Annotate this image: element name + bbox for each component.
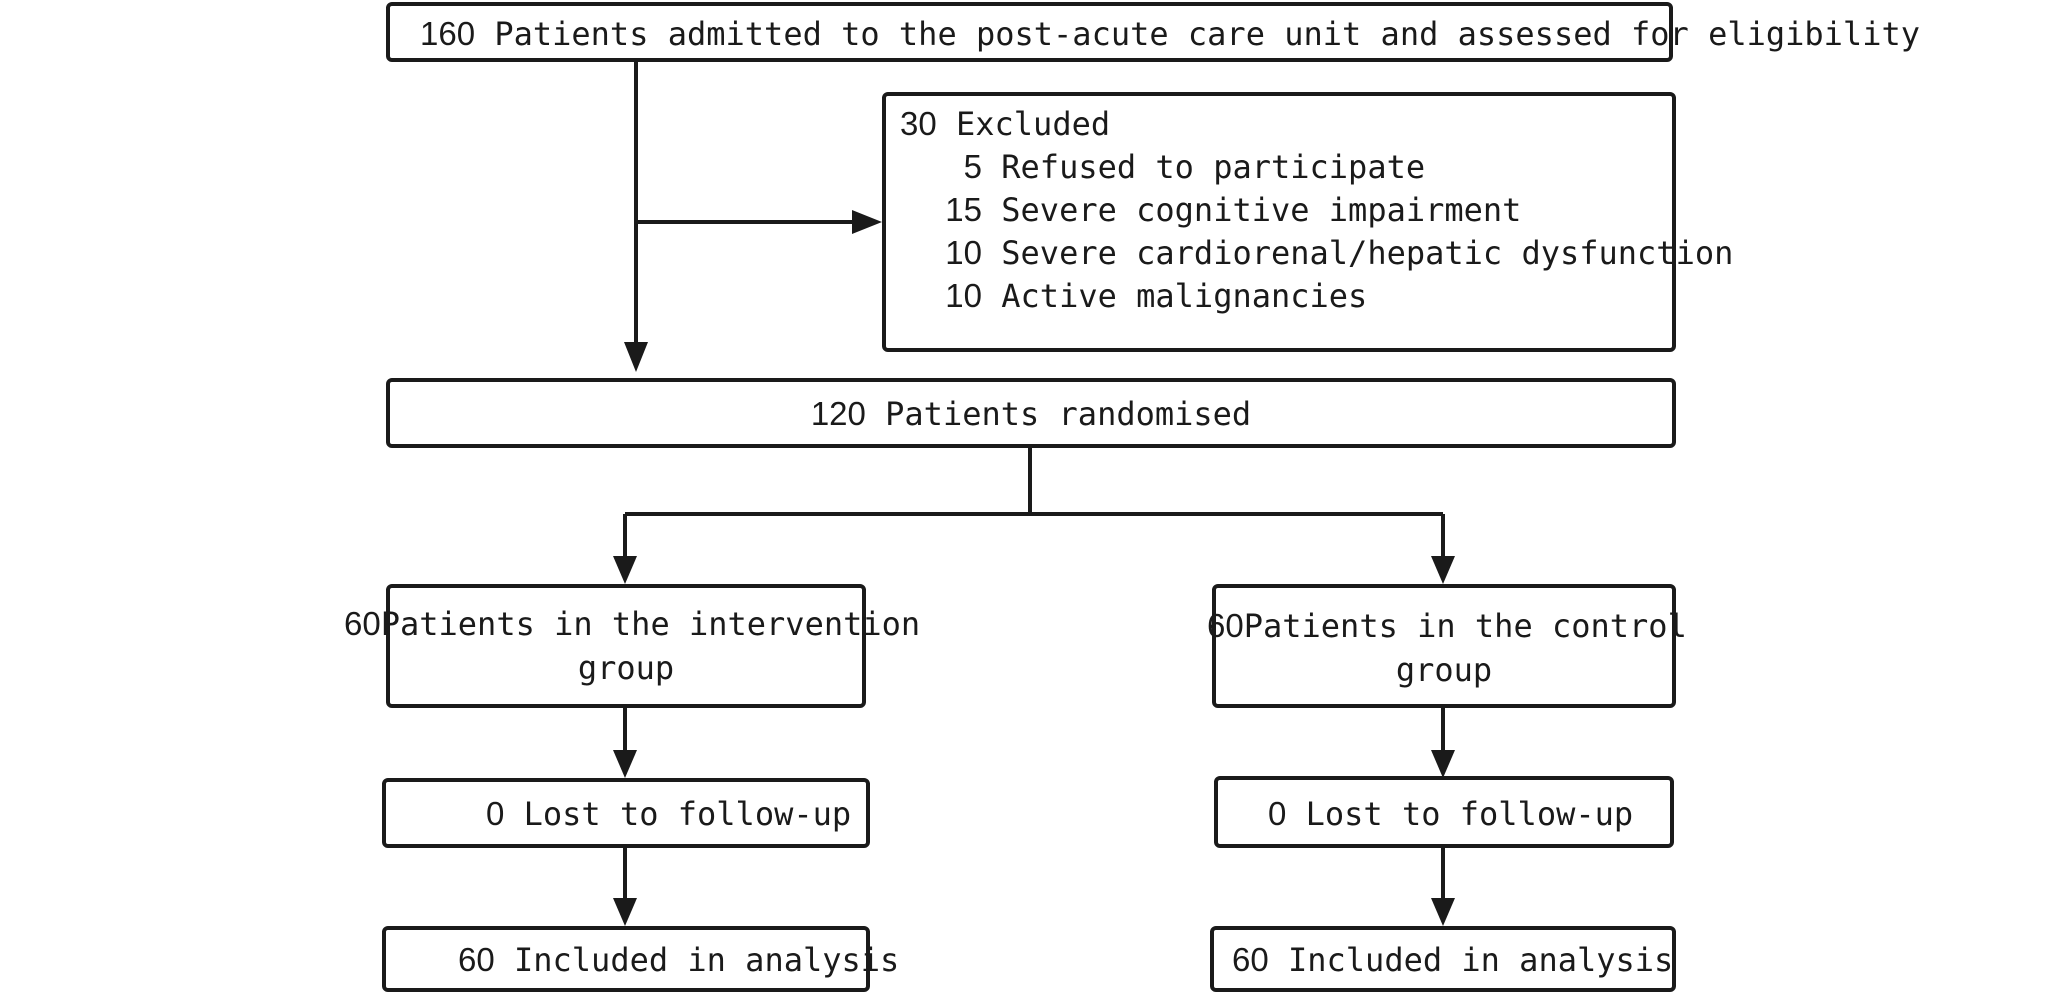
intervention-allocation-box bbox=[386, 584, 866, 708]
screening-text: 160 Patients admitted to the post-acute … bbox=[420, 15, 1920, 53]
control-followup-box bbox=[1214, 776, 1674, 848]
arrowhead-control-analysis bbox=[1431, 898, 1455, 926]
excluded-reason-item: 15 Severe cognitive impairment bbox=[920, 191, 1522, 229]
excluded-reason-item: 10 Active malignancies bbox=[920, 277, 1368, 315]
excluded-reason-count: 15 bbox=[945, 191, 982, 228]
intervention-analysis-count: 60 bbox=[458, 941, 495, 978]
excluded-reason-item: 5 Refused to participate bbox=[920, 148, 1426, 186]
excluded-reason-label: Severe cognitive impairment bbox=[1001, 191, 1522, 229]
excluded-reason-count: 10 bbox=[945, 277, 982, 314]
intervention-followup-label: Lost to follow-up bbox=[523, 795, 852, 833]
excluded-label: Excluded bbox=[955, 105, 1111, 143]
excluded-reason-count: 5 bbox=[963, 148, 982, 185]
randomised-text: 120 Patients randomised bbox=[386, 395, 1676, 433]
screening-count: 160 bbox=[420, 15, 476, 52]
control-analysis-label: Included in analysis bbox=[1287, 941, 1674, 979]
control-allocation-box bbox=[1212, 584, 1676, 708]
intervention-allocation-line1: 60Patients in the intervention bbox=[344, 605, 921, 643]
control-followup-label: Lost to follow-up bbox=[1305, 795, 1634, 833]
intervention-analysis-text: 60 Included in analysis bbox=[458, 941, 900, 979]
randomised-box bbox=[386, 378, 1676, 448]
arrowhead-intervention-followup bbox=[613, 750, 637, 778]
control-allocation-line1: 60Patients in the control bbox=[1207, 607, 1687, 645]
intervention-analysis-box bbox=[382, 926, 870, 992]
intervention-allocation-label: Patients in the intervention bbox=[380, 605, 921, 643]
intervention-allocation-count: 60 bbox=[344, 605, 381, 642]
screening-label: Patients admitted to the post-acute care… bbox=[494, 15, 1920, 53]
excluded-count: 30 bbox=[900, 105, 937, 142]
arrowhead-control-followup bbox=[1431, 750, 1455, 778]
randomised-label: Patients randomised bbox=[885, 395, 1252, 433]
control-allocation-line2: group bbox=[1212, 652, 1676, 688]
intervention-allocation-line2: group bbox=[386, 650, 866, 686]
excluded-box bbox=[882, 92, 1676, 352]
control-analysis-text: 60 Included in analysis bbox=[1232, 941, 1674, 979]
arrowhead-control bbox=[1431, 556, 1455, 584]
excluded-heading: 30 Excluded bbox=[900, 105, 1111, 143]
intervention-analysis-label: Included in analysis bbox=[513, 941, 900, 979]
control-allocation-count: 60 bbox=[1207, 607, 1244, 644]
excluded-reason-label: Active malignancies bbox=[1001, 277, 1368, 315]
control-analysis-count: 60 bbox=[1232, 941, 1269, 978]
control-analysis-box bbox=[1210, 926, 1676, 992]
excluded-reason-count: 10 bbox=[945, 234, 982, 271]
randomised-count: 120 bbox=[810, 395, 866, 432]
intervention-allocation-label-cont: group bbox=[577, 649, 675, 687]
intervention-followup-box bbox=[382, 778, 870, 848]
arrowhead-intervention-analysis bbox=[613, 898, 637, 926]
screening-box bbox=[386, 2, 1673, 62]
control-followup-text: 0 Lost to follow-up bbox=[1268, 795, 1634, 833]
excluded-reason-item: 10 Severe cardiorenal/hepatic dysfunctio… bbox=[920, 234, 1734, 272]
arrowhead-intervention bbox=[613, 556, 637, 584]
intervention-followup-count: 0 bbox=[486, 795, 505, 832]
excluded-reason-label: Severe cardiorenal/hepatic dysfunction bbox=[1001, 234, 1734, 272]
intervention-followup-text: 0 Lost to follow-up bbox=[486, 795, 852, 833]
excluded-reason-label: Refused to participate bbox=[1001, 148, 1426, 186]
arrowhead-randomised bbox=[624, 342, 648, 372]
arrowhead-excluded bbox=[852, 210, 882, 234]
control-allocation-label-cont: group bbox=[1395, 651, 1493, 689]
control-followup-count: 0 bbox=[1268, 795, 1287, 832]
control-allocation-label: Patients in the control bbox=[1243, 607, 1687, 645]
